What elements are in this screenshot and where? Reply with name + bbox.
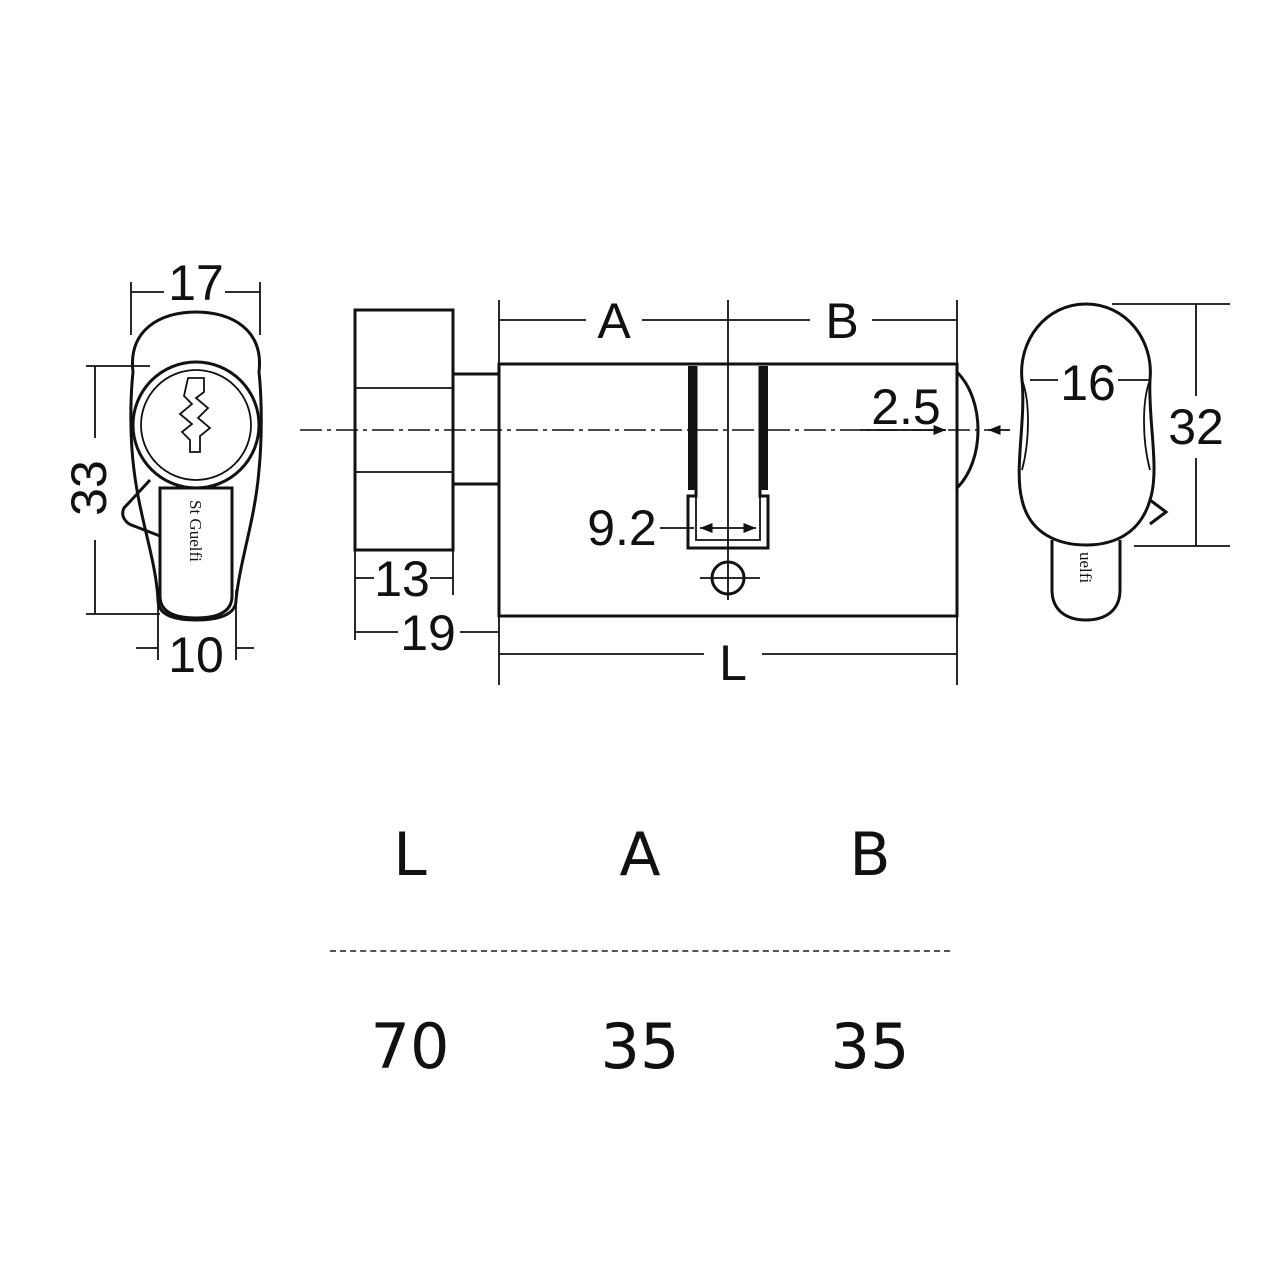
front-brand-text: St Guelfi — [186, 500, 205, 562]
cylinder-end-dome — [955, 370, 980, 490]
dim-cam-slot-label: 9.2 — [587, 500, 657, 556]
dim-L-label: L — [719, 635, 747, 691]
front-plug-ring-inner — [140, 369, 252, 481]
end-view: uelfi 16 32 — [1017, 302, 1230, 622]
dim-offset-label: 2.5 — [871, 379, 941, 435]
dimension-table: L A B 70 35 35 — [330, 820, 950, 1083]
end-knob-outline — [1017, 302, 1156, 547]
knob-shaft — [451, 372, 501, 486]
front-profile-outline — [129, 310, 263, 622]
keyway-icon — [178, 377, 212, 453]
dim-front-height: 33 — [61, 460, 117, 516]
dim-end-width-label: 16 — [1060, 355, 1116, 411]
dim-front-width: 17 — [168, 255, 224, 311]
front-view: St Guelfi 17 33 10 — [61, 255, 263, 683]
end-brand-text: uelfi — [1076, 552, 1095, 583]
dim-A-label: A — [597, 293, 631, 349]
end-cam-body — [1050, 540, 1122, 622]
front-cam-lever — [121, 478, 161, 538]
dim-end-height-label: 32 — [1168, 399, 1224, 455]
dim-knob-total-label: 19 — [400, 605, 456, 661]
table-divider — [330, 950, 950, 952]
table-value-A: 35 — [600, 1010, 680, 1083]
front-plug-ring-outer — [131, 360, 261, 490]
dim-knob-width-label: 13 — [374, 551, 430, 607]
table-header-row: L A B — [330, 820, 950, 900]
side-view: A B 2.5 9.2 13 19 L — [300, 293, 1010, 691]
table-header-A: A — [619, 820, 661, 890]
table-value-L: 70 — [370, 1010, 450, 1083]
cam-slot-band-right — [760, 366, 768, 490]
end-cam-lever — [1149, 498, 1169, 526]
cam-slot-band-left — [688, 366, 696, 490]
dim-B-label: B — [825, 293, 858, 349]
table-header-B: B — [849, 820, 891, 890]
table-value-B: 35 — [830, 1010, 910, 1083]
table-header-L: L — [393, 820, 427, 890]
dim-front-cam-width: 10 — [168, 627, 224, 683]
table-row: 70 35 35 — [330, 1010, 950, 1090]
front-cam-body — [158, 486, 234, 620]
